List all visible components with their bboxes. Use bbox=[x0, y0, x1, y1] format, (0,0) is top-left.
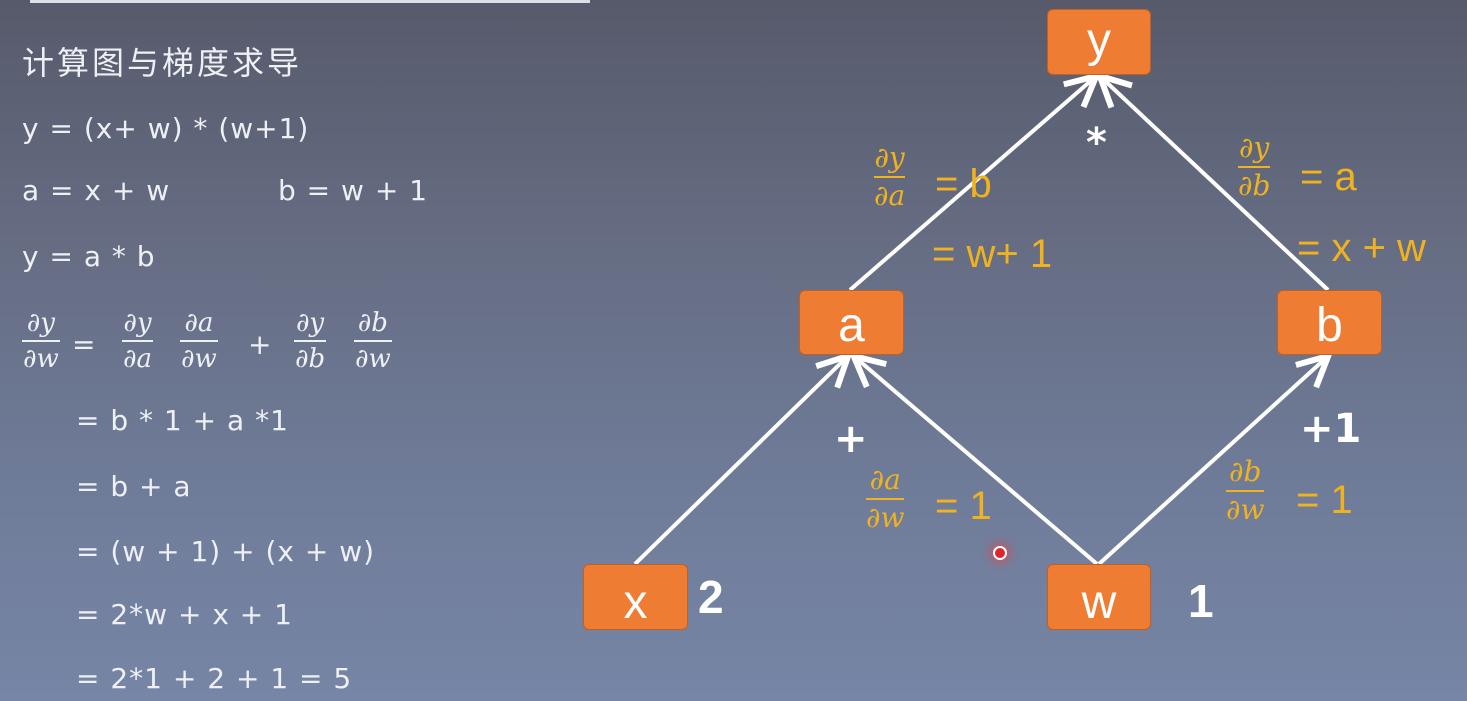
derivation-panel: 计算图与梯度求导 y = (x+ w) * (w+1) a = x + w b … bbox=[0, 0, 600, 701]
frac-dy-da: ∂y ∂a bbox=[122, 308, 153, 374]
edge-b-to-y bbox=[1102, 78, 1330, 292]
edge-x-to-a bbox=[633, 358, 846, 566]
value-x: 2 bbox=[698, 571, 724, 623]
value-w: 1 bbox=[1188, 575, 1214, 627]
step-1: = b * 1 + a *1 bbox=[76, 404, 289, 437]
grad-dy-db-expanded: = x + w bbox=[1297, 226, 1426, 270]
step-4: = 2*w + x + 1 bbox=[76, 598, 293, 631]
top-divider bbox=[30, 0, 590, 3]
op-add: + bbox=[834, 416, 868, 462]
grad-dy-da-expanded: = w+ 1 bbox=[932, 232, 1053, 276]
node-y: y bbox=[1047, 9, 1151, 75]
grad-db-dw-value: = 1 bbox=[1296, 478, 1353, 522]
node-a: a bbox=[799, 290, 904, 355]
grad-da-dw-frac: ∂a ∂w bbox=[866, 463, 905, 534]
equals-sign: = bbox=[72, 328, 96, 361]
plus-sign: + bbox=[248, 328, 272, 361]
frac-da-dw: ∂a ∂w bbox=[180, 308, 218, 374]
equation-y-full: y = (x+ w) * (w+1) bbox=[22, 112, 310, 145]
node-x: x bbox=[583, 564, 688, 630]
frac-dy-db: ∂y ∂b bbox=[294, 308, 327, 374]
grad-dy-db-frac: ∂y ∂b bbox=[1238, 131, 1271, 202]
equation-a: a = x + w bbox=[22, 174, 171, 207]
frac-db-dw: ∂b ∂w bbox=[354, 308, 392, 374]
equation-b: b = w + 1 bbox=[278, 174, 429, 207]
node-w: w bbox=[1047, 564, 1151, 630]
op-multiply: * bbox=[1086, 120, 1107, 166]
slide-title: 计算图与梯度求导 bbox=[22, 44, 303, 82]
op-plus-one: +1 bbox=[1300, 406, 1362, 452]
edge-a-to-y bbox=[848, 78, 1094, 292]
node-b: b bbox=[1277, 290, 1382, 355]
equation-y-ab: y = a * b bbox=[22, 240, 156, 273]
grad-dy-db-value: = a bbox=[1300, 155, 1357, 199]
frac-dy-dw: ∂y ∂w bbox=[22, 308, 60, 374]
grad-dy-da-frac: ∂y ∂a bbox=[874, 141, 906, 212]
mouse-pointer bbox=[993, 546, 1007, 560]
step-5: = 2*1 + 2 + 1 = 5 bbox=[76, 662, 353, 695]
step-2: = b + a bbox=[76, 470, 192, 503]
step-3: = (w + 1) + (x + w) bbox=[76, 535, 376, 568]
grad-dy-da-value: = b bbox=[935, 162, 992, 206]
grad-da-dw-value: = 1 bbox=[935, 484, 992, 528]
chain-rule-formula: ∂y ∂w = ∂y ∂a ∂a ∂w + ∂y ∂b ∂b ∂w bbox=[22, 308, 442, 386]
edge-w-to-a bbox=[856, 358, 1099, 566]
edge-w-to-b bbox=[1097, 358, 1326, 566]
grad-db-dw-frac: ∂b ∂w bbox=[1226, 455, 1265, 526]
